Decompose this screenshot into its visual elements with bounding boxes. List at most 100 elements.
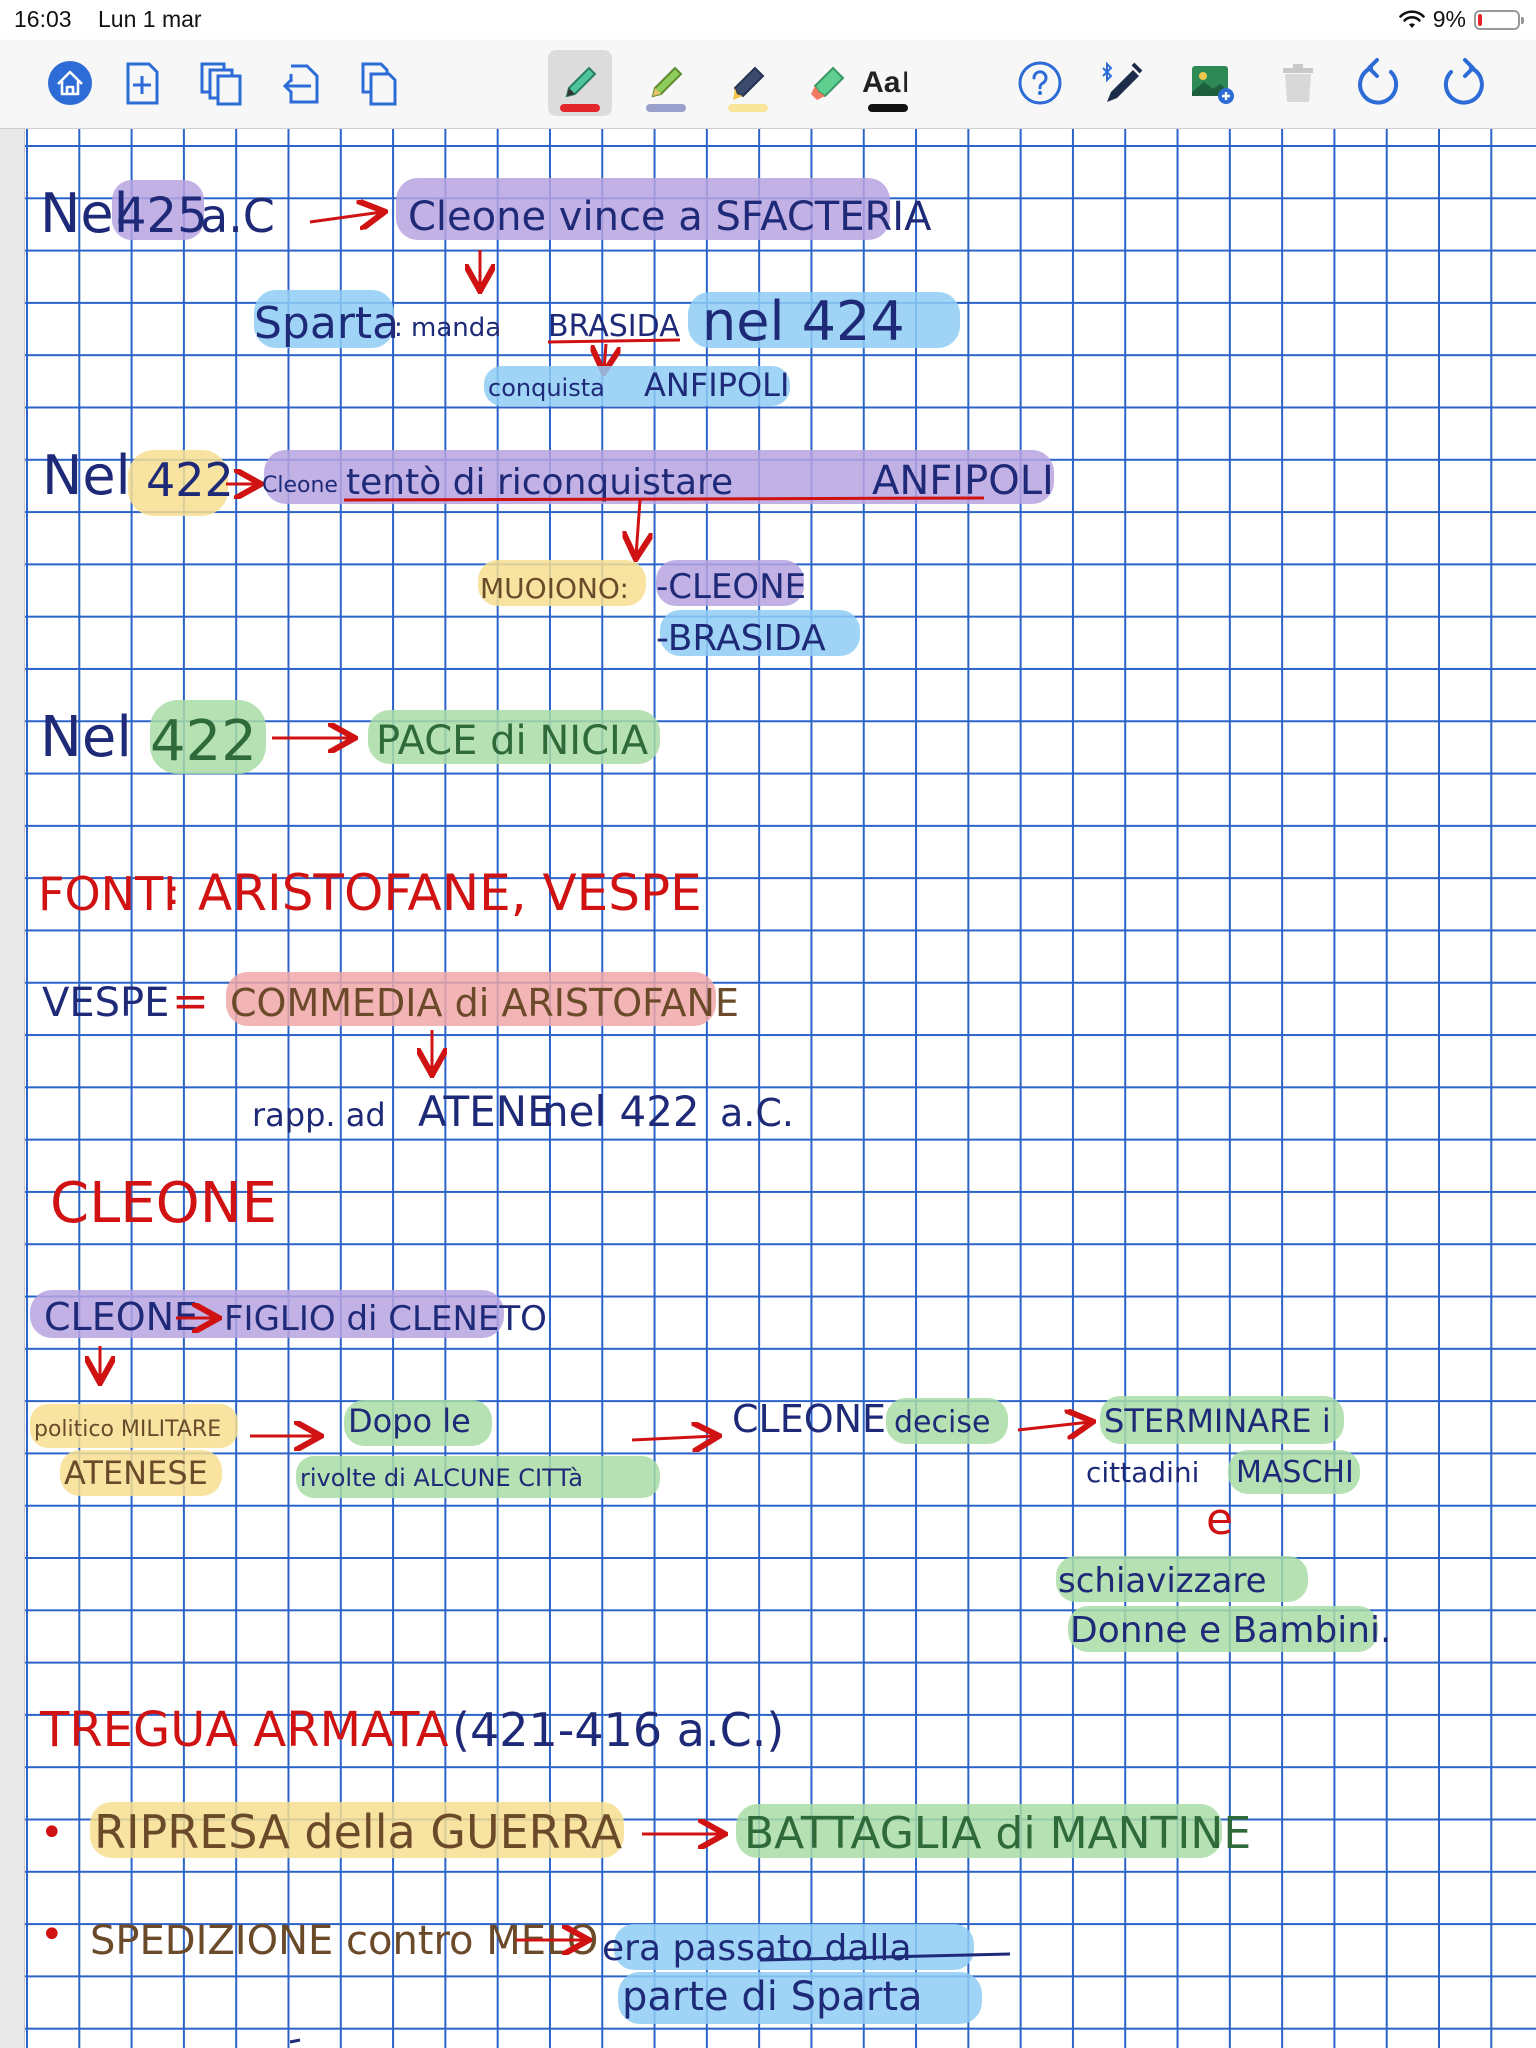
note-schiavizzare: schiavizzare — [1058, 1561, 1266, 1601]
note-bullet: • — [40, 1810, 64, 1856]
note-dopo-le: Dopo le — [348, 1402, 471, 1440]
insert-image-button[interactable] — [1180, 50, 1244, 116]
marker-tool-button[interactable] — [716, 50, 780, 116]
pencil-tool-button[interactable] — [634, 50, 698, 116]
note-cleone-decise: CLEONE — [732, 1397, 886, 1441]
home-icon — [48, 61, 92, 105]
status-time: 16:03 — [14, 6, 72, 32]
battery-percent: 9% — [1432, 6, 1466, 32]
note-ac-2: a.C. — [720, 1091, 794, 1135]
note-year-422-b: 422 — [150, 709, 257, 774]
export-button[interactable] — [270, 50, 334, 116]
highlight-green — [1068, 1606, 1378, 1652]
highlight-green — [296, 1456, 660, 1498]
note-vespe: VESPE — [42, 980, 169, 1026]
help-icon — [1018, 61, 1062, 105]
highlight-green — [1228, 1450, 1360, 1494]
highlight-blue — [618, 1972, 982, 2024]
note-anfipoli: ANFIPOLI — [644, 366, 789, 404]
arrow-right — [309, 212, 382, 222]
note-brasida: BRASIDA — [548, 309, 680, 344]
highlight-pink — [226, 972, 716, 1026]
note-ateniese: ATENESE — [64, 1454, 208, 1492]
note-rivolte: rivolte di ALCUNE CITTà — [300, 1464, 583, 1492]
note-tregua-dates: (421-416 a.C.) — [452, 1703, 784, 1757]
redo-icon — [1443, 58, 1484, 105]
underline-red — [547, 338, 681, 344]
highlight-purple — [656, 560, 804, 606]
underline-navy — [759, 1952, 1011, 1962]
note-spedizione-melo: SPEDIZIONE contro MELO — [90, 1918, 598, 1964]
note-tregua-armata: TREGUA ARMATA — [39, 1702, 449, 1758]
note-muoiono-cleone: -CLEONE — [656, 567, 806, 607]
status-date: Lun 1 mar — [98, 6, 202, 32]
highlight-yellow — [128, 450, 228, 516]
text-icon: Aa — [862, 66, 901, 99]
note-figlio-cleneto: FIGLIO di CLENETO — [224, 1299, 547, 1339]
note-tento: tentò di riconquistare — [346, 462, 733, 503]
note-politico-militare: politico MILITARE — [34, 1417, 221, 1442]
text-color-swatch — [868, 104, 908, 112]
highlight-purple — [264, 450, 1054, 504]
arrow-down — [604, 343, 606, 370]
highlight-purple — [112, 180, 204, 240]
text-tool-button[interactable]: Aa I — [854, 50, 918, 116]
redo-button[interactable] — [1432, 50, 1496, 116]
add-page-button[interactable] — [110, 50, 174, 116]
note-donne-bambini: Donne e Bambini. — [1070, 1610, 1392, 1651]
arrow-right — [1017, 1422, 1090, 1430]
marker-icon — [733, 66, 765, 100]
note-bullet: • — [40, 1912, 64, 1958]
bluetooth-pen-icon — [1102, 61, 1143, 102]
pencil-icon — [651, 66, 683, 98]
highlighter-tool-button[interactable] — [796, 50, 860, 116]
note-cleone-heading: CLEONE — [50, 1171, 277, 1236]
wifi-icon — [1398, 9, 1425, 28]
highlight-purple — [396, 178, 890, 240]
pen-tool-button[interactable] — [548, 50, 612, 116]
undo-icon — [1358, 58, 1399, 105]
note-parte-sparta: parte di Sparta — [622, 1974, 923, 2020]
pen-color-swatch — [560, 104, 600, 112]
page-edge — [0, 129, 25, 2048]
highlight-yellow — [90, 1802, 624, 1858]
note-muoiono-brasida: -BRASIDA — [656, 618, 826, 659]
note-pace-nicia: PACE di NICIA — [376, 718, 649, 764]
trash-button[interactable] — [1266, 50, 1330, 116]
note-cittadini: cittadini — [1086, 1456, 1199, 1489]
pen-icon — [565, 66, 597, 98]
help-button[interactable] — [1008, 50, 1072, 116]
highlight-blue — [254, 290, 394, 348]
highlight-blue — [484, 366, 790, 406]
pen-stroke-dot — [289, 2038, 301, 2044]
pages-icon — [200, 62, 242, 106]
note-cleone-small: Cleone — [262, 473, 338, 498]
notebook-page[interactable] — [0, 129, 1536, 2048]
note-nel-422-c: nel 422 — [542, 1087, 700, 1136]
highlight-green — [1100, 1396, 1344, 1444]
note-nel-422-b: Nel — [40, 705, 132, 770]
note-fonti-colon: : — [168, 873, 179, 913]
toolbar: Aa I — [0, 40, 1536, 129]
highlight-green — [368, 710, 660, 764]
note-e: e — [1206, 1494, 1233, 1545]
undo-button[interactable] — [1346, 50, 1410, 116]
note-nel-422: Nel — [42, 444, 131, 507]
note-era-passato: era passato dalla — [602, 1928, 912, 1969]
highlight-green — [736, 1804, 1222, 1858]
copy-button[interactable] — [346, 50, 410, 116]
arrow-right — [631, 1436, 716, 1440]
bluetooth-pen-button[interactable] — [1090, 50, 1154, 116]
pages-button[interactable] — [190, 50, 254, 116]
note-decise: decise — [894, 1405, 990, 1440]
trash-icon — [1283, 64, 1313, 102]
note-aristofane-vespe: ARISTOFANE, VESPE — [198, 864, 702, 922]
note-muoiono: MUOIONO: — [480, 572, 629, 605]
note-nel-424: nel 424 — [702, 290, 905, 353]
note-sterminare: STERMINARE i — [1104, 1402, 1331, 1440]
note-sparta: Sparta — [254, 298, 399, 349]
pencil-color-swatch — [646, 104, 686, 112]
note-year-422: 422 — [146, 453, 234, 507]
home-button[interactable] — [38, 50, 102, 116]
